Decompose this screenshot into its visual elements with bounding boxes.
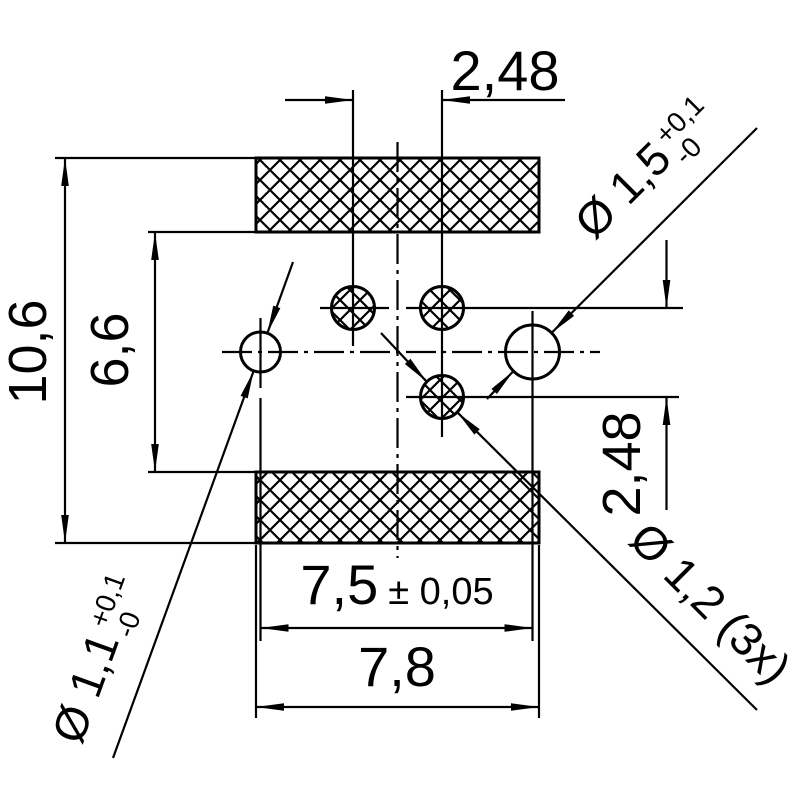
dim-overall-height: 10,6	[0, 299, 58, 404]
dim-top-pitch: 2,48	[451, 39, 560, 102]
leader-hole-left-tail	[266, 261, 295, 334]
leader-holes-small-main	[456, 411, 758, 711]
dim-hole-pitch-value: 7,5	[300, 553, 378, 616]
leader-hole-left-main	[111, 370, 255, 759]
leader-hole-right-tail	[486, 370, 515, 400]
leader-hole-right-main	[550, 127, 758, 334]
dim-hole-pitch-tolerance: ± 0,05	[388, 571, 493, 613]
dim-inner-gap: 6,6	[80, 312, 140, 387]
dim-right-pitch: 2,48	[592, 411, 652, 516]
dim-outer-width: 7,8	[358, 635, 436, 698]
leader-holes-small-tail	[380, 332, 428, 383]
dim-hole-pitch: 7,5± 0,05	[300, 553, 493, 616]
